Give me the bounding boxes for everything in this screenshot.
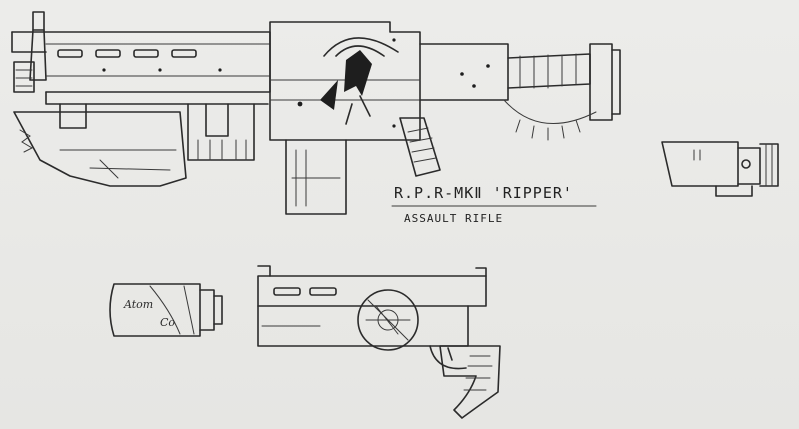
assault-rifle-drawing (11, 11, 621, 215)
energy-canister-drawing: Atom Co (109, 283, 223, 337)
pistol-drawing (257, 265, 501, 419)
canister-label-line2: Co (160, 316, 175, 329)
canister-label-line1: Atom (123, 298, 153, 311)
scope-attachment-drawing (661, 141, 779, 197)
skull-emblem-icon (320, 37, 399, 125)
weapon-subtitle: ASSAULT RIFLE (404, 212, 504, 225)
weapon-title: R.P.R-MKⅡ 'RIPPER' (394, 184, 573, 202)
